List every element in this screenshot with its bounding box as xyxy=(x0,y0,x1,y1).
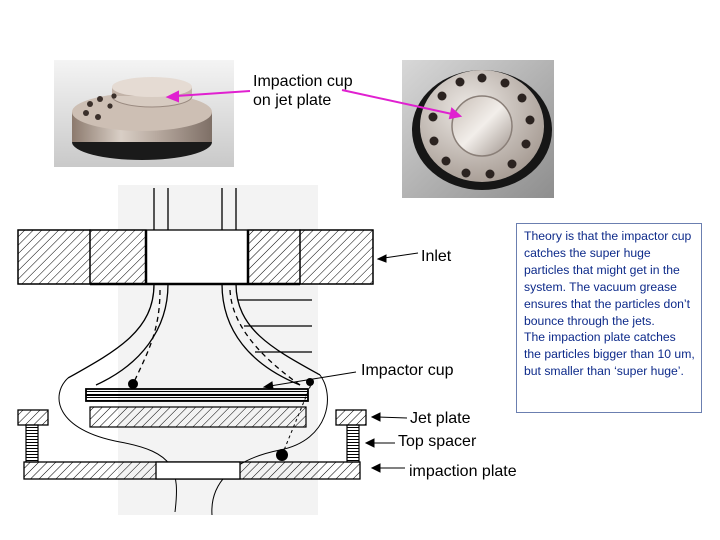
label-inlet: Inlet xyxy=(421,248,452,265)
label-top-spacer: Top spacer xyxy=(398,433,477,450)
label-impaction-cup-on-jet-plate: Impaction cup on jet plate xyxy=(253,73,353,109)
impaction-plate xyxy=(23,461,361,480)
label-impaction-plate: impaction plate xyxy=(409,463,517,480)
label-arrows xyxy=(262,252,419,473)
label-impactor-cup: Impactor cup xyxy=(361,362,454,379)
photo-pointer-arrows xyxy=(165,89,463,120)
theory-note-box: Theory is that the impactor cup catches … xyxy=(516,223,702,413)
label-jet-plate: Jet plate xyxy=(410,410,471,427)
photo-cup-side-view xyxy=(54,60,234,167)
inlet-block xyxy=(17,229,374,286)
flared-inlet-cone xyxy=(67,283,321,386)
photo-cup-top-view xyxy=(402,60,554,198)
impactor-cup xyxy=(85,388,309,428)
large-particle-left xyxy=(128,379,138,389)
particle-trajectory-right xyxy=(281,381,313,456)
particle-trajectories xyxy=(133,289,301,386)
inlet-tubes xyxy=(153,188,237,230)
